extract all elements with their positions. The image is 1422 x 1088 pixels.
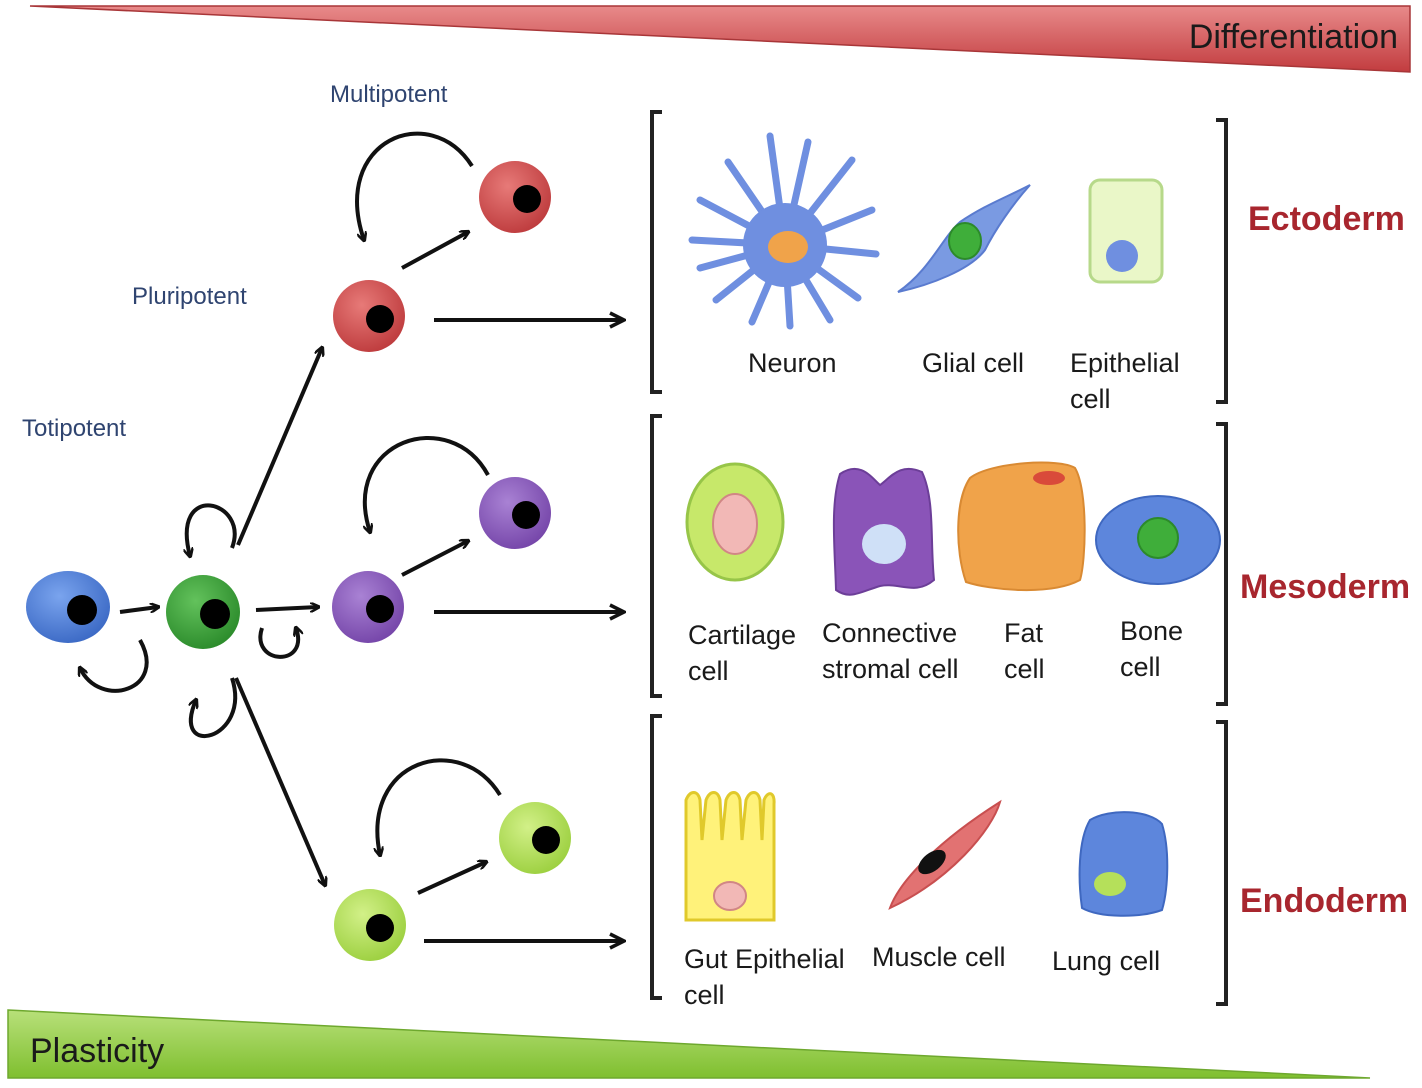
lung-cell bbox=[1078, 811, 1169, 917]
gut-cell-label-2: cell bbox=[684, 980, 725, 1010]
bone-cell-label-2: cell bbox=[1120, 652, 1161, 682]
connective-cell-label-1: Connective bbox=[822, 618, 957, 648]
fat-cell-label-2: cell bbox=[1004, 654, 1045, 684]
muscle-cell bbox=[888, 799, 1002, 910]
glial-cell bbox=[897, 184, 1031, 293]
muscle-cell-label: Muscle cell bbox=[872, 942, 1006, 972]
multipotent-label: Multipotent bbox=[330, 81, 448, 108]
cartilage-cell-label-1: Cartilage bbox=[688, 620, 796, 650]
cartilage-cell-label-2: cell bbox=[688, 656, 729, 686]
plasticity-bar bbox=[7, 1009, 1371, 1079]
endoderm-bracket bbox=[650, 714, 1228, 1006]
gut-cell-label-1: Gut Epithelial bbox=[684, 944, 845, 974]
pluripotent-cell bbox=[166, 575, 240, 649]
fat-cell-label-1: Fat bbox=[1004, 618, 1044, 648]
endoderm-title: Endoderm bbox=[1240, 882, 1408, 920]
lung-cell-label: Lung cell bbox=[1052, 946, 1160, 976]
ectoderm-multipotent-cell bbox=[479, 161, 551, 233]
pluripotent-label: Pluripotent bbox=[132, 283, 247, 310]
connective-stromal-cell bbox=[832, 467, 936, 596]
lineage-arrows bbox=[119, 232, 624, 941]
self-renewal-loops bbox=[80, 131, 502, 855]
differentiation-label: Differentiation bbox=[1189, 18, 1398, 56]
ectoderm-bracket bbox=[650, 110, 1228, 404]
epithelial-cell-label-2: cell bbox=[1070, 384, 1111, 414]
endoderm-multipotent-cell bbox=[499, 802, 571, 874]
gut-epithelial-cell bbox=[684, 791, 776, 922]
fat-cell bbox=[957, 461, 1086, 592]
ectoderm-title: Ectoderm bbox=[1248, 200, 1405, 238]
mesoderm-multipotent-cell bbox=[479, 477, 551, 549]
epithelial-cell-ecto bbox=[1088, 178, 1164, 284]
glial-cell-label: Glial cell bbox=[922, 348, 1024, 378]
endoderm-progenitor-cell bbox=[334, 889, 406, 961]
neuron-cell bbox=[688, 132, 880, 330]
mesoderm-progenitor-cell bbox=[332, 571, 404, 643]
neuron-label: Neuron bbox=[748, 348, 837, 378]
totipotent-label: Totipotent bbox=[22, 415, 126, 442]
connective-cell-label-2: stromal cell bbox=[822, 654, 959, 684]
plasticity-label: Plasticity bbox=[30, 1032, 164, 1070]
epithelial-cell-label-1: Epithelial bbox=[1070, 348, 1180, 378]
bone-cell-label-1: Bone bbox=[1120, 616, 1183, 646]
bone-cell bbox=[1095, 495, 1221, 585]
differentiation-bar bbox=[29, 5, 1411, 73]
totipotent-cell bbox=[26, 571, 110, 643]
ectoderm-progenitor-cell bbox=[333, 280, 405, 352]
cartilage-cell bbox=[685, 462, 785, 582]
mesoderm-title: Mesoderm bbox=[1240, 568, 1410, 606]
mesoderm-bracket bbox=[650, 414, 1228, 706]
